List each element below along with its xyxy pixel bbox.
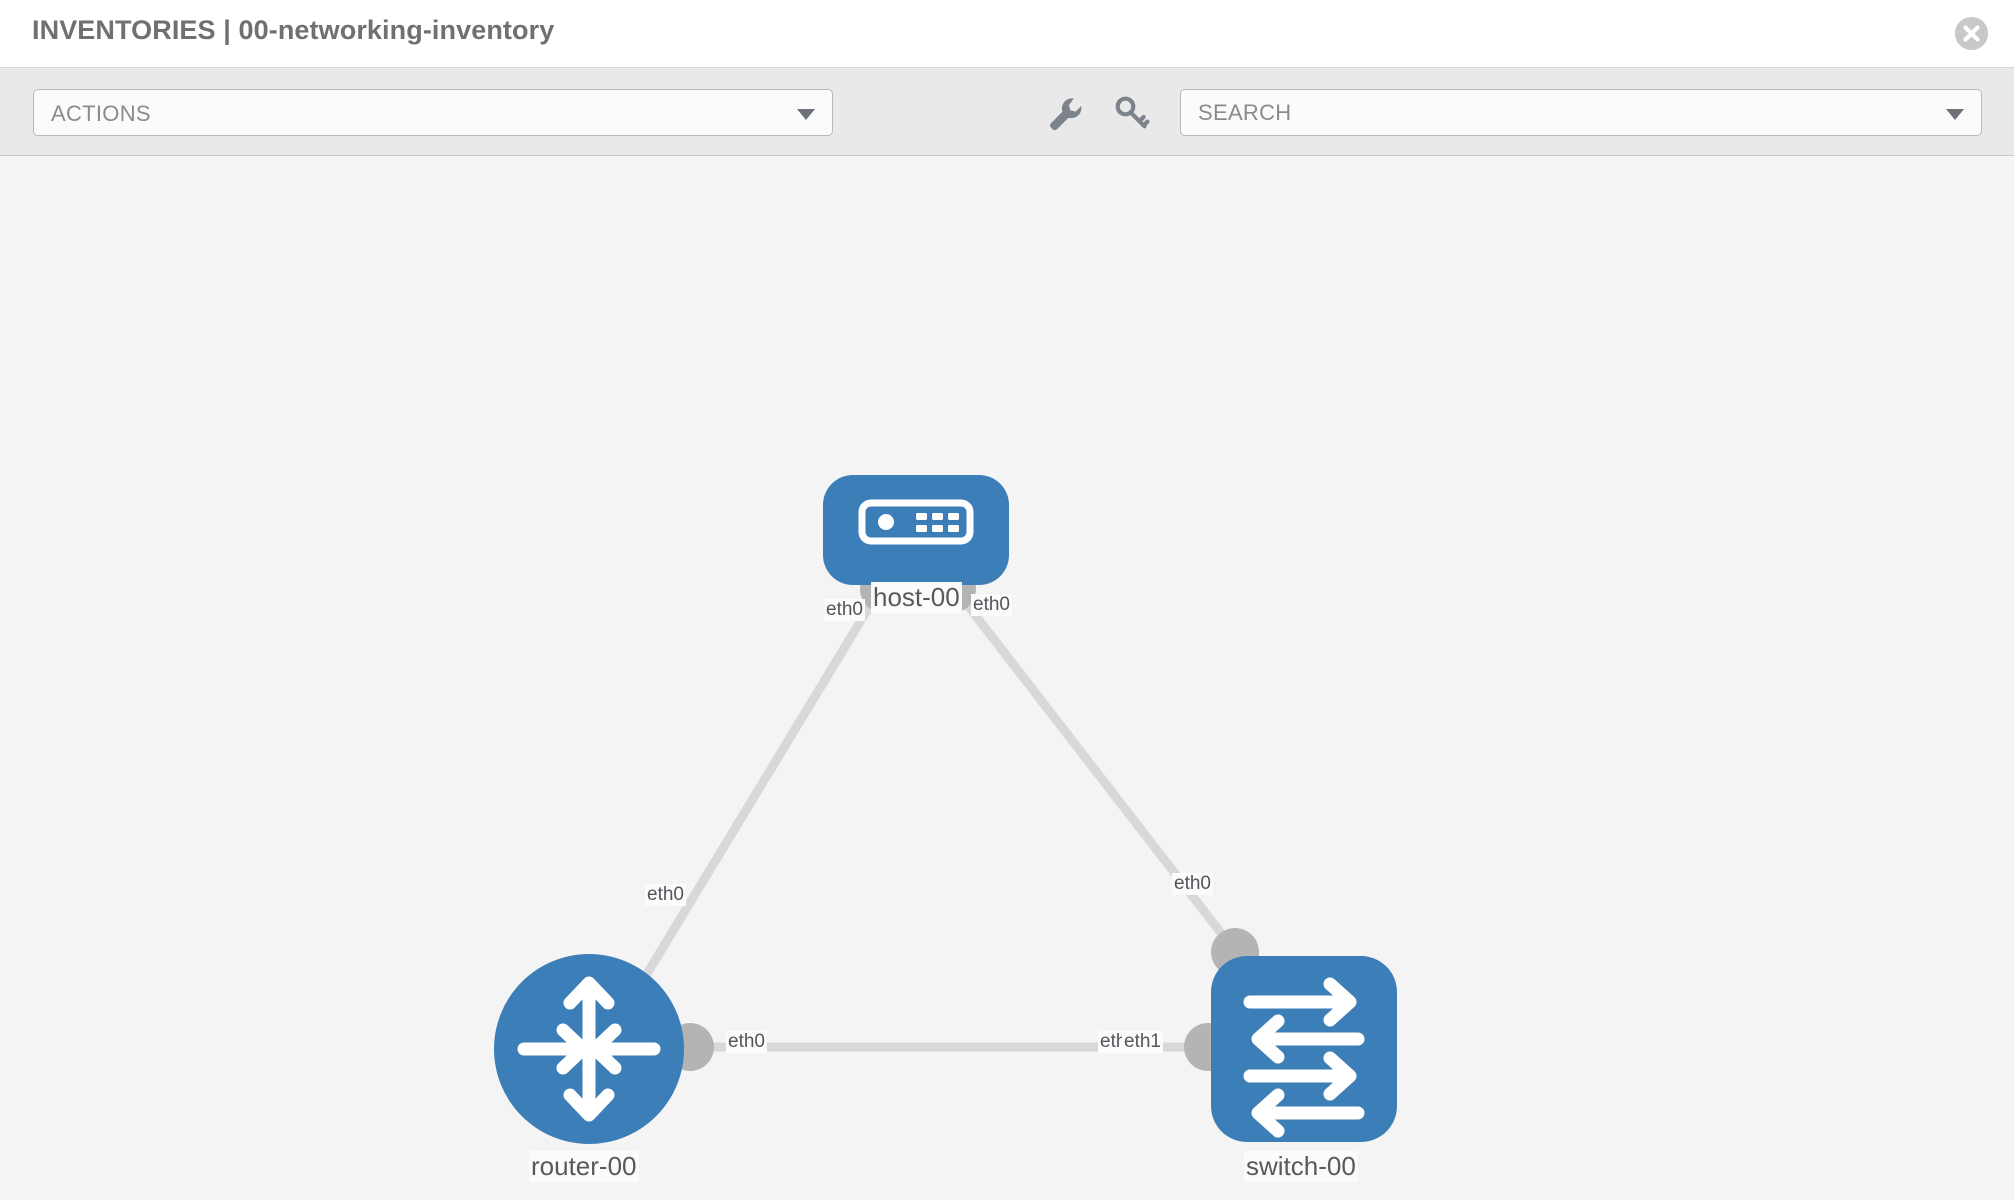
link-host-router: [641, 586, 884, 980]
topology-canvas[interactable]: eth0 eth0 eth0 eth0 eth0 eth0 eth1 host-…: [0, 157, 2014, 1200]
toolbar: ACTIONS: [0, 68, 2014, 156]
node-host-00-hit[interactable]: [823, 475, 1009, 585]
switch-arrows-icon: [1243, 977, 1365, 1138]
node-host-00: [823, 475, 1009, 585]
search-input[interactable]: [1198, 90, 1898, 135]
key-icon[interactable]: [1110, 92, 1152, 134]
link-host-switch: [951, 586, 1242, 958]
node-router-00: [494, 954, 684, 1144]
actions-dropdown-label: ACTIONS: [51, 101, 151, 126]
chevron-down-icon[interactable]: [1946, 109, 1964, 120]
node-router-00-hit[interactable]: [494, 954, 684, 1144]
search-input-wrapper[interactable]: [1180, 89, 1982, 136]
actions-dropdown[interactable]: ACTIONS: [33, 89, 833, 136]
close-icon[interactable]: [1955, 17, 1988, 50]
topology-graph: [494, 475, 1397, 1144]
chevron-down-icon: [797, 109, 815, 120]
port-circles: [666, 565, 1259, 1071]
server-icon: [858, 499, 974, 545]
page-header: INVENTORIES | 00-networking-inventory: [0, 0, 2014, 68]
node-switch-00-hit[interactable]: [1211, 956, 1397, 1142]
router-arrows-icon: [517, 976, 661, 1122]
node-switch-00: [1211, 956, 1397, 1142]
page-title: INVENTORIES | 00-networking-inventory: [32, 15, 555, 45]
wrench-icon[interactable]: [1043, 92, 1085, 134]
